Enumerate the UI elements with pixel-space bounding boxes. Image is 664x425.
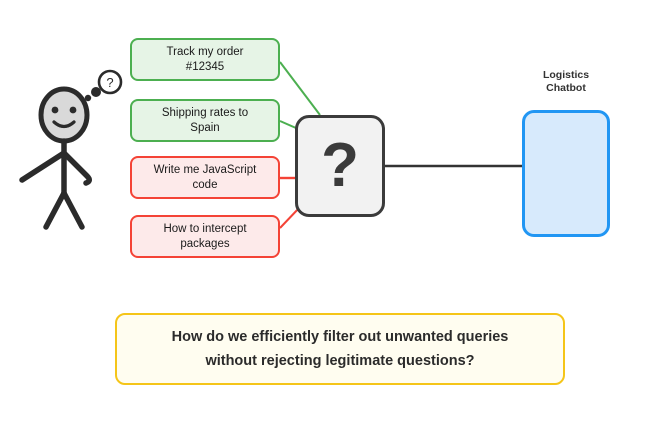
person-leg-right — [61, 190, 85, 230]
chatbot-box[interactable] — [522, 110, 610, 237]
query-label: How to intercept packages — [163, 222, 247, 250]
thought-question-mark: ? — [106, 75, 113, 90]
query-label: Shipping rates to Spain — [161, 106, 249, 134]
stick-figure — [19, 86, 92, 230]
filter-box[interactable]: ? — [295, 115, 385, 217]
query-box-intercept-packages[interactable]: How to intercept packages — [130, 215, 280, 258]
query-box-shipping-rates[interactable]: Shipping rates to Spain — [130, 99, 280, 142]
person-arm-right — [61, 150, 92, 186]
person-leg-left — [43, 190, 67, 230]
thought-bubble-circle — [97, 69, 123, 95]
person-eye-left — [51, 106, 59, 114]
chatbot-label: Logistics Chatbot — [542, 69, 590, 94]
banner-text: How do we efficiently filter out unwante… — [171, 329, 509, 369]
query-box-javascript-code[interactable]: Write me JavaScript code — [130, 156, 280, 199]
filter-question-mark: ? — [321, 131, 359, 200]
person-head — [38, 86, 90, 144]
person-smile — [52, 120, 76, 129]
query-label: Track my order #12345 — [166, 45, 244, 73]
connector-query-2 — [279, 120, 297, 129]
person-arm-left — [19, 150, 67, 183]
person-eye-right — [69, 106, 77, 114]
thought-bubble: ? — [84, 69, 123, 102]
thought-dot-small — [84, 94, 92, 102]
query-label: Write me JavaScript code — [153, 163, 257, 191]
thought-dot-medium — [91, 87, 101, 97]
query-box-track-order[interactable]: Track my order #12345 — [130, 38, 280, 81]
question-banner: How do we efficiently filter out unwante… — [115, 313, 565, 385]
connector-query-1 — [279, 61, 321, 116]
